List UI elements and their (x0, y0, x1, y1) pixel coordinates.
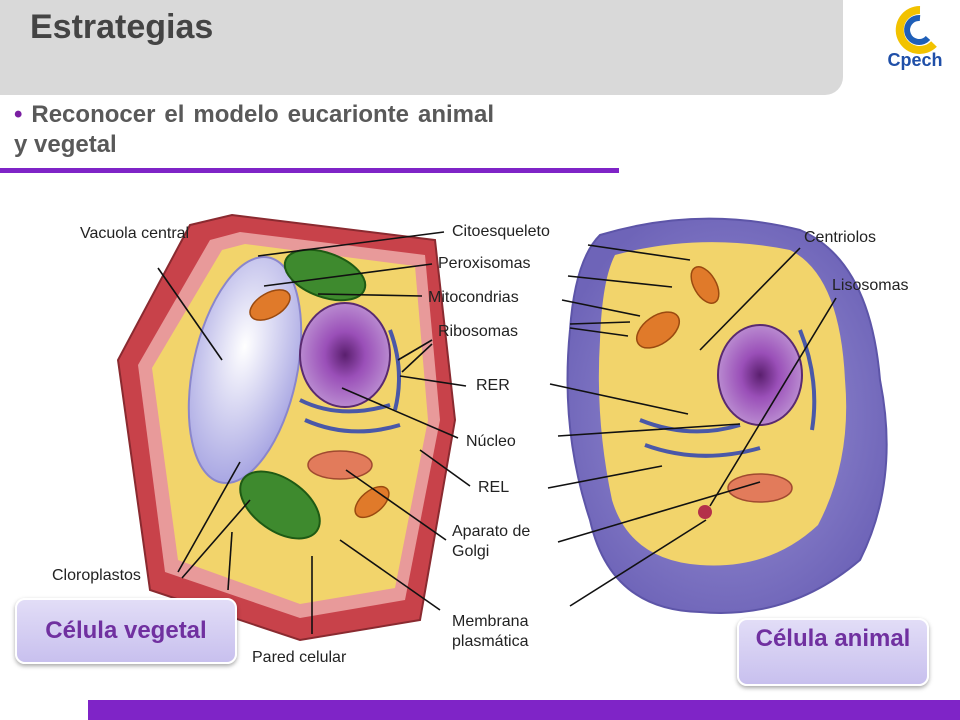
line-golgi-animal (557, 481, 761, 543)
line-mito-plant (317, 293, 423, 297)
animal-golgi (727, 473, 793, 503)
line-ribo-animal (569, 321, 631, 325)
line-nucleo-animal (557, 423, 741, 437)
bullet-text: Reconocer el modelo eucarionte animal y … (14, 101, 495, 158)
line-centriolos (699, 247, 801, 351)
line-pared-2 (227, 531, 233, 591)
animal-mitochondria-1 (636, 311, 680, 349)
line-ribo-plant-2 (401, 343, 433, 373)
line-membrana-animal (569, 519, 707, 607)
footer-bar (88, 700, 960, 720)
line-rel-animal (547, 465, 663, 489)
line-perox-plant (263, 263, 433, 287)
line-rel-plant (419, 449, 471, 487)
line-ribo-animal-2 (569, 327, 629, 337)
label-membrana-plasmatica: Membrana plasmática (452, 613, 529, 650)
line-citoesq-plant (257, 231, 445, 257)
cpech-logo: Cpech (887, 5, 943, 70)
plant-golgi (307, 450, 373, 480)
label-cloroplastos: Cloroplastos (52, 567, 141, 584)
line-cloroplastos (177, 461, 241, 573)
line-cloroplastos-2 (181, 499, 251, 579)
label-ribosomas: Ribosomas (438, 323, 519, 340)
line-nucleo-plant (341, 387, 459, 439)
label-pared-celular: Pared celular (252, 649, 347, 666)
animal-cytoplasm (598, 242, 847, 566)
animal-lysosome (698, 505, 712, 519)
line-ribo-plant (397, 339, 433, 361)
logo-text: Cpech (887, 50, 942, 70)
bullet-objective: • Reconocer el modelo eucarionte animal … (14, 100, 494, 160)
plant-er (299, 329, 401, 434)
bullet-marker: • (14, 101, 23, 128)
plant-chloroplast-1 (283, 248, 367, 302)
label-centriolos: Centriolos (804, 229, 877, 246)
animal-mitochondria-2 (690, 266, 720, 304)
plant-cell (116, 213, 457, 642)
label-citoesqueleto: Citoesqueleto (452, 223, 550, 240)
line-citoesq-animal (587, 244, 691, 261)
line-mito-animal (561, 299, 641, 317)
line-golgi-plant (345, 469, 447, 541)
label-vacuola-central: Vacuola central (80, 225, 190, 242)
line-lisosomas (709, 297, 837, 507)
leader-lines (157, 231, 837, 634)
line-rer-plant (399, 375, 467, 387)
label-lisosomas: Lisosomas (832, 277, 909, 294)
animal-cell (566, 217, 888, 614)
plant-chloroplast-2 (239, 470, 321, 540)
line-rer-animal (549, 383, 689, 415)
label-aparato-golgi: Aparato de Golgi (452, 523, 531, 560)
badge-celula-animal: Célula animal (737, 618, 929, 686)
label-mitocondrias: Mitocondrias (428, 289, 519, 306)
divider-line (0, 168, 619, 173)
line-membrana-plant (339, 539, 441, 611)
plant-nucleus (299, 302, 391, 408)
badge-celula-vegetal: Célula vegetal (15, 598, 237, 664)
animal-er (639, 329, 817, 458)
line-vacuola (157, 267, 223, 361)
title-bar (0, 0, 843, 95)
label-rel: REL (478, 479, 510, 496)
label-nucleo: Núcleo (466, 433, 516, 450)
label-rer: RER (476, 377, 510, 394)
page-title: Estrategias (30, 8, 214, 46)
label-peroxisomas: Peroxisomas (438, 255, 531, 272)
line-perox-animal (567, 275, 673, 288)
plant-mitochondria-1 (249, 289, 291, 321)
